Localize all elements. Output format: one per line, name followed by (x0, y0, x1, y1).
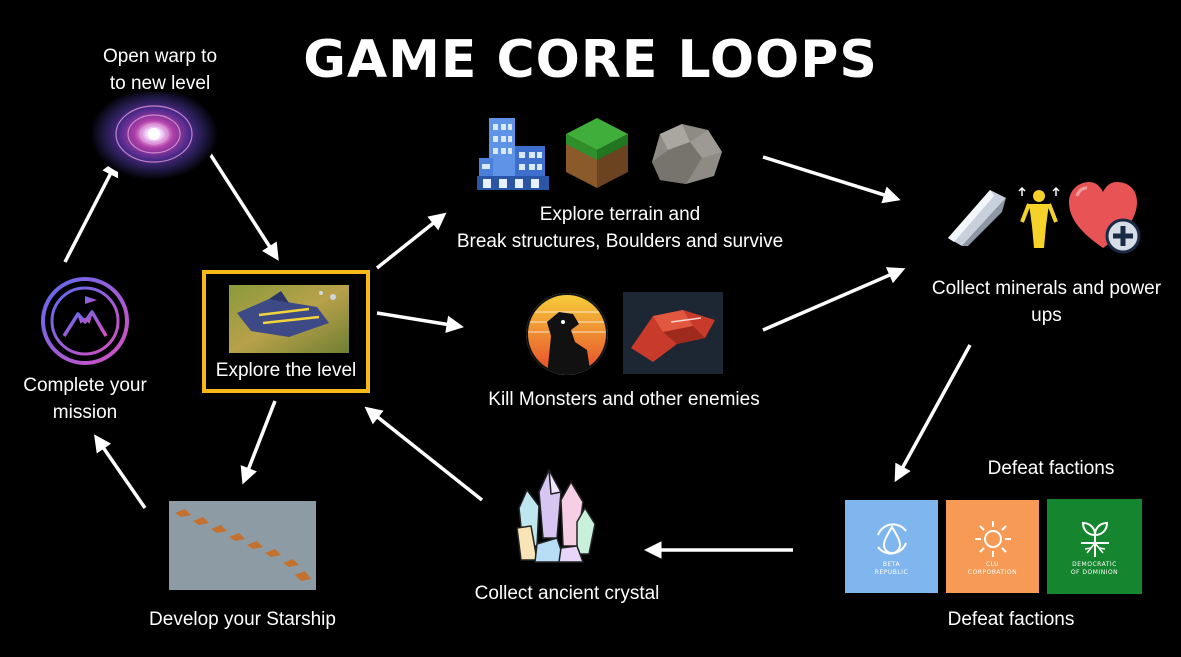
arrow-level-to-starship (240, 400, 277, 485)
terrain-label: Explore terrain and Break structures, Bo… (456, 204, 784, 252)
warp-portal-image (90, 88, 224, 192)
faction-beta-republic: BETA REPUBLIC (845, 500, 938, 593)
mission-label: Complete your mission (23, 375, 147, 423)
grass-block-icon (564, 116, 630, 190)
mineral-shard-icon (944, 186, 1010, 250)
crystal-label: Collect ancient crystal (474, 583, 660, 604)
sun-icon (974, 520, 1011, 557)
mission-badge-icon (40, 276, 130, 366)
starship-fleet-image (169, 501, 316, 590)
sprout-icon (1080, 521, 1109, 557)
explore-level-box: Explore the level (202, 270, 370, 393)
diagram-title: GAME CORE LOOPS (303, 30, 878, 90)
arrow-terrain-to-minerals (762, 155, 901, 204)
arrow-level-to-terrain (375, 212, 447, 270)
arrow-level-to-monsters (376, 311, 464, 333)
warp-label: Open warp to to new level (102, 46, 218, 94)
arrow-minerals-to-factions (894, 344, 972, 483)
minerals-label: Collect minerals and power ups (931, 278, 1162, 326)
factions-top-label: Defeat factions (987, 458, 1115, 479)
building-icon (477, 116, 549, 190)
arrow-crystal-to-level (364, 406, 484, 502)
arrow-mission-to-warp (63, 158, 119, 263)
monster-icon (525, 292, 609, 376)
boulder-icon (646, 120, 724, 186)
arrow-monsters-to-minerals (762, 267, 906, 332)
heart-plus-icon (1067, 180, 1145, 256)
red-ship-icon (623, 292, 723, 374)
faction-clu-corporation: CLU CORPORATION (946, 500, 1039, 593)
ancient-crystal-icon (515, 468, 597, 564)
power-up-figure-icon (1018, 186, 1060, 250)
monsters-label: Kill Monsters and other enemies (488, 389, 760, 410)
explore-level-label: Explore the level (215, 360, 357, 381)
spaceship-terrain-image (229, 285, 349, 353)
arrow-warp-to-level (201, 142, 279, 261)
faction-democratic-dominion: DEMOCRATIC OF DOMINION (1047, 499, 1142, 594)
arrow-starship-to-mission (94, 434, 147, 509)
factions-bottom-label: Defeat factions (947, 609, 1075, 630)
water-drop-icon (876, 522, 907, 555)
starship-label: Develop your Starship (149, 609, 336, 630)
